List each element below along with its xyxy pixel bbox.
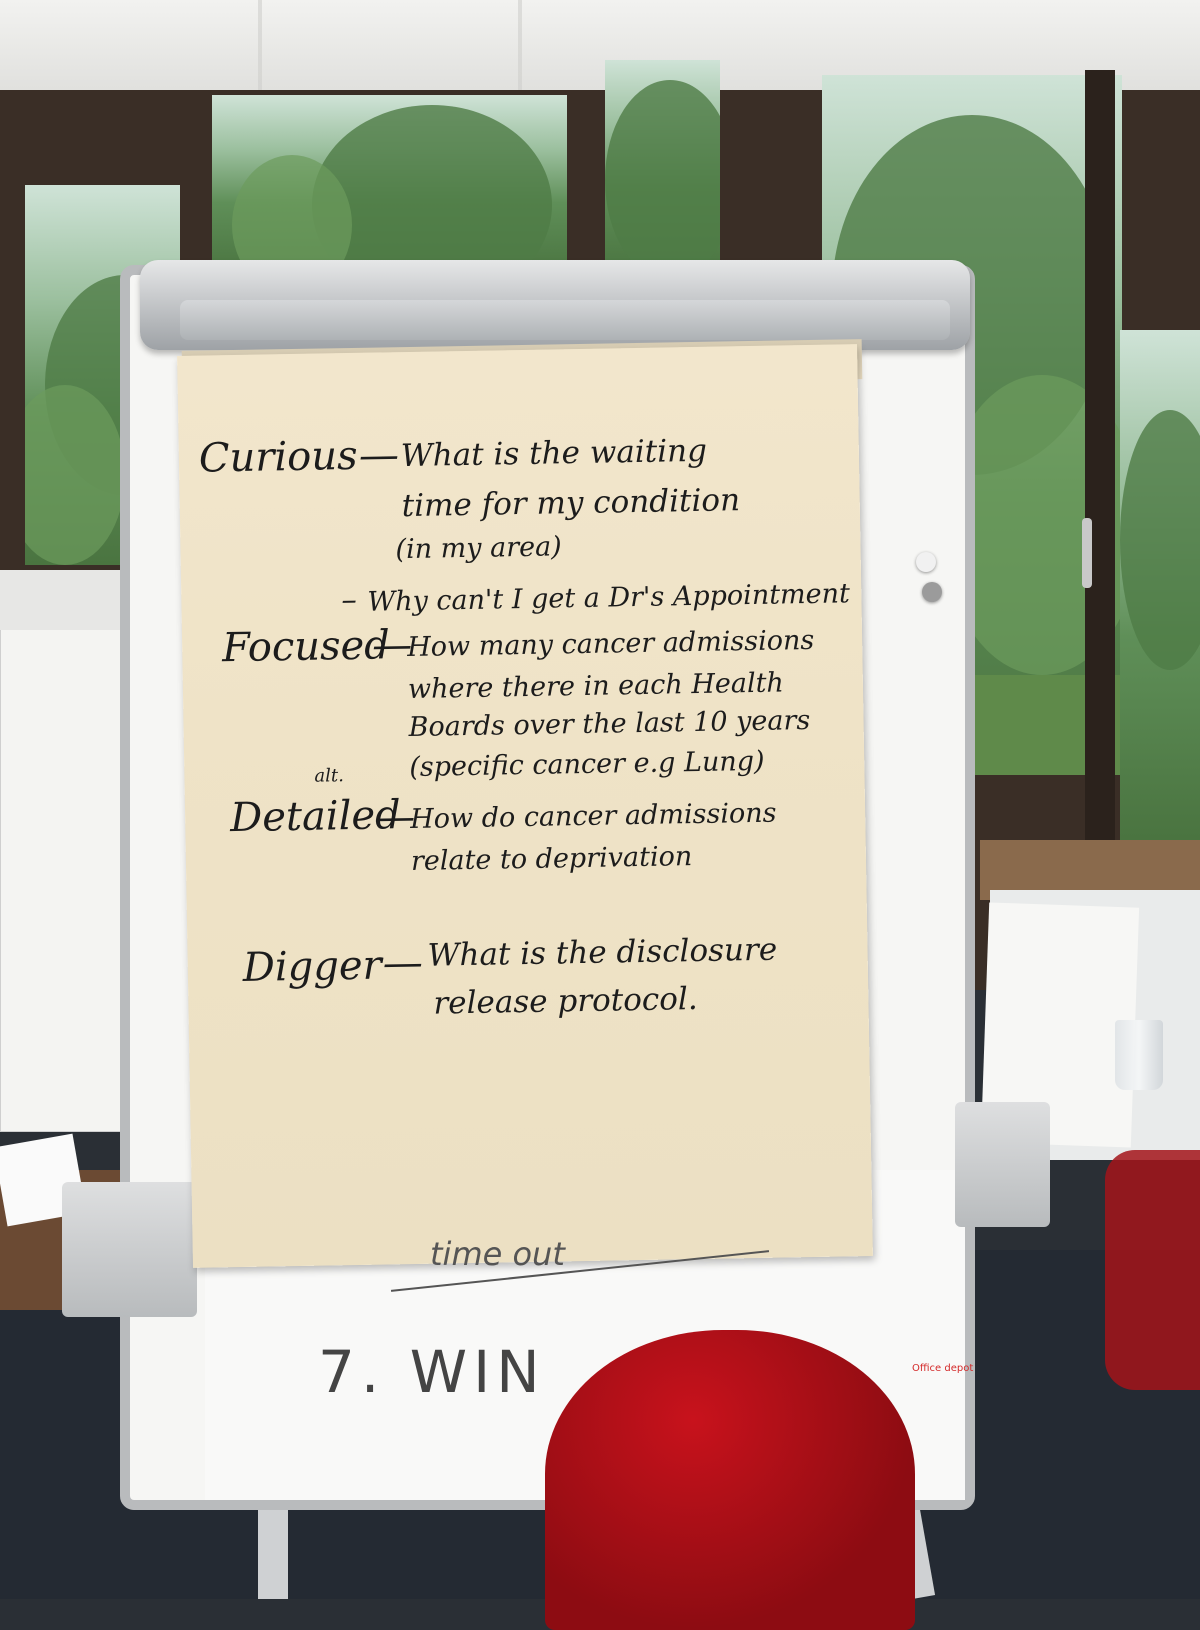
focused-question-line-4: (specific cancer e.g Lung) xyxy=(409,745,765,784)
chair-right xyxy=(1105,1150,1200,1390)
digger-question-line-1: What is the disclosure xyxy=(427,931,778,974)
curious-question-2: Why can't I get a Dr's Appointment xyxy=(367,578,851,618)
detailed-question-line-1: How do cancer admissions xyxy=(409,797,777,836)
magnet-grey xyxy=(922,582,942,602)
flipchart-paper: Curious — What is the waiting time for m… xyxy=(177,344,873,1268)
bottom-note: 7. WIN xyxy=(318,1338,546,1406)
alt-note: alt. xyxy=(314,765,345,787)
window-handle xyxy=(1082,518,1092,588)
focused-question-line-2: where there in each Health xyxy=(407,667,785,706)
detailed-question-line-2: relate to deprivation xyxy=(410,841,693,877)
brand-logo: Office depot xyxy=(912,1363,974,1374)
focused-question-line-1: How many cancer admissions xyxy=(406,624,815,664)
separator: — xyxy=(382,939,424,987)
window-left xyxy=(25,185,180,565)
digger-question-line-2: release protocol. xyxy=(433,981,698,1022)
marker-tray-left xyxy=(62,1182,197,1317)
window-center-right xyxy=(605,60,720,275)
window-frame-divider xyxy=(1085,70,1115,870)
marker-tray-right xyxy=(955,1102,1050,1227)
focused-question-line-3: Boards over the last 10 years xyxy=(408,705,811,744)
heading-curious: Curious xyxy=(198,432,358,482)
magnet-white xyxy=(916,552,936,572)
curious-question-1-line-2: time for my condition xyxy=(401,482,741,525)
dash: – xyxy=(341,581,358,619)
heading-focused: Focused xyxy=(221,622,391,672)
red-chair xyxy=(545,1330,915,1630)
window-center xyxy=(212,95,567,275)
plastic-cup xyxy=(1115,1020,1163,1090)
struck-text: time out xyxy=(430,1235,565,1273)
heading-digger: Digger xyxy=(242,942,383,991)
window-far-right xyxy=(1120,330,1200,840)
paper-clamp-bar xyxy=(180,300,950,340)
curious-question-1-line-3: (in my area) xyxy=(395,531,562,566)
curious-question-1-line-1: What is the waiting xyxy=(400,432,708,475)
background-flipchart-clamp xyxy=(0,570,140,630)
separator: — xyxy=(358,432,400,479)
